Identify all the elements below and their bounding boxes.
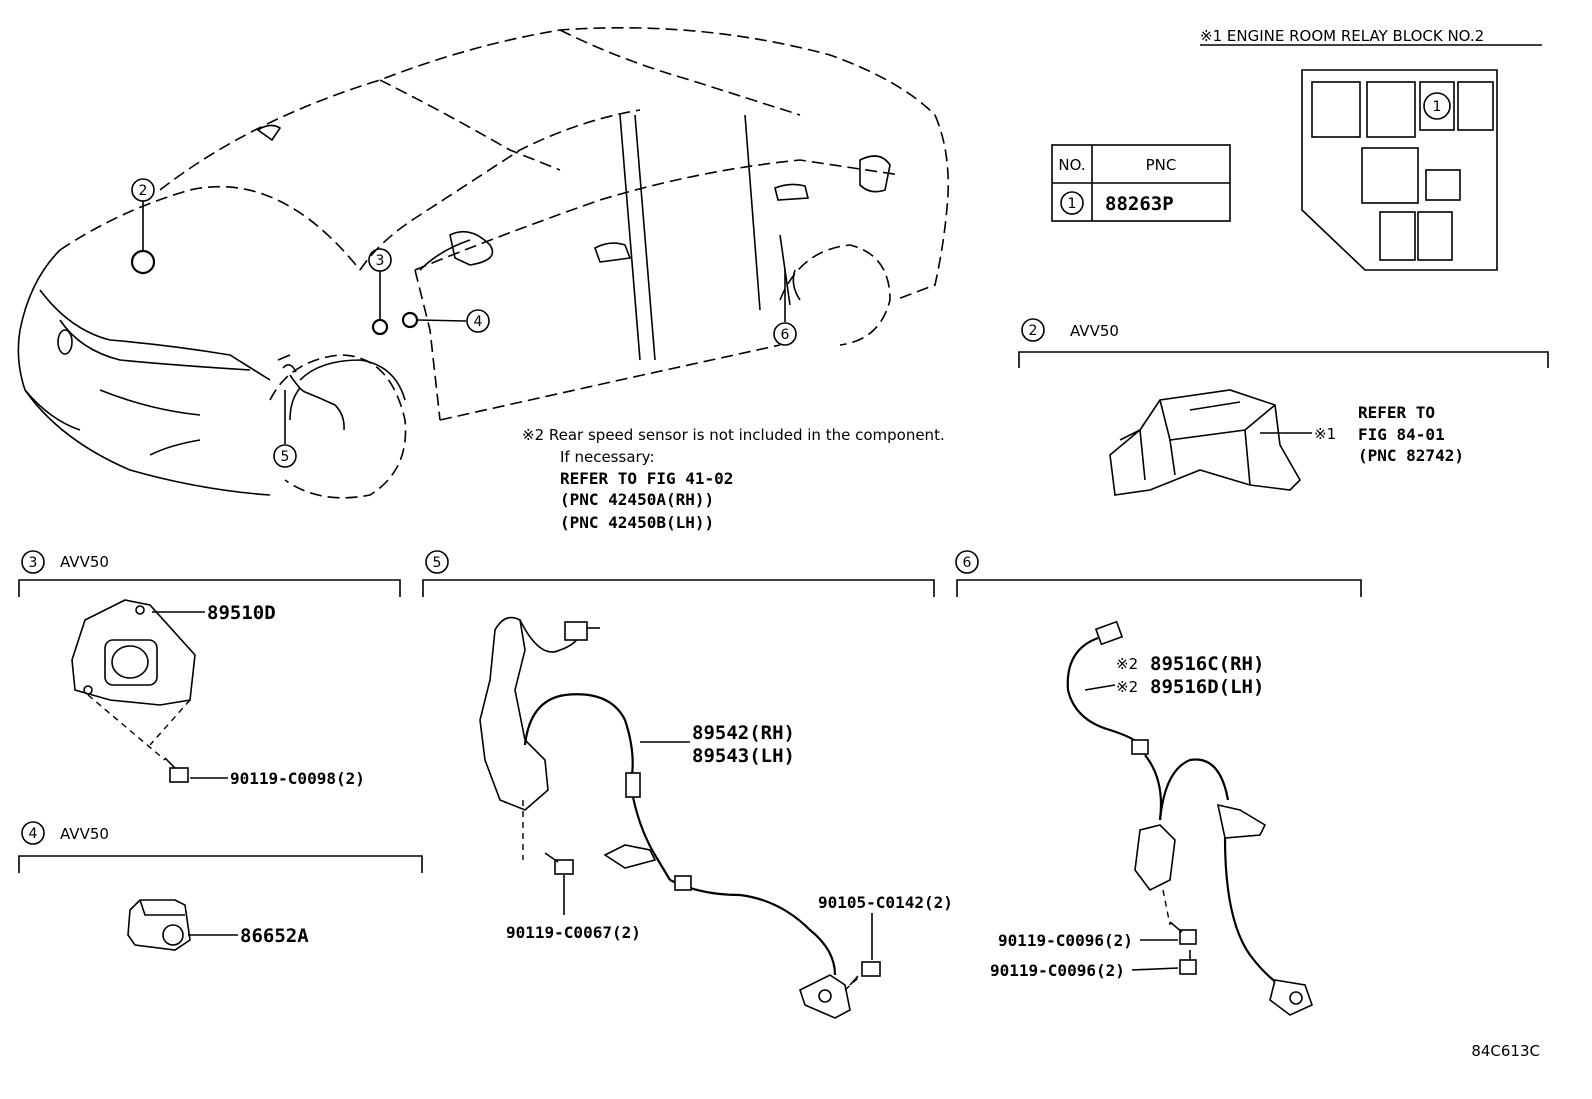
section-5-bolt-1: 90119-C0067(2) — [506, 923, 641, 942]
section-6: 6 ※2 89516C(RH) ※2 89516D(LH) 90119-C009… — [955, 550, 1362, 1016]
bolt-icon — [164, 757, 189, 783]
section-6-part-rh: 89516C(RH) — [1150, 653, 1264, 675]
section-5: 5 89542(RH) 89543(LH) 90 — [422, 550, 953, 1019]
airbag-module-part — [1109, 389, 1301, 496]
sensor-86652a-part — [127, 899, 191, 951]
section-4: 4 AVV50 86652A — [18, 821, 423, 951]
section-5-number: 5 — [433, 555, 442, 571]
section-5-part-lh: 89543(LH) — [692, 745, 795, 767]
section-4-part: 86652A — [240, 925, 309, 947]
section-4-title: AVV50 — [60, 825, 109, 843]
section-3-part: 89510D — [207, 602, 276, 624]
relay-block-title: ※1 ENGINE ROOM RELAY BLOCK NO.2 — [1200, 27, 1484, 45]
callout-6: 6 — [781, 327, 790, 343]
section-6-mark-2: ※2 — [1116, 678, 1138, 696]
section-4-number: 4 — [29, 826, 38, 842]
section-3-title: AVV50 — [60, 553, 109, 571]
pnc-header-pnc: PNC — [1146, 156, 1177, 174]
note-line-3: REFER TO FIG 41-02 — [560, 469, 733, 488]
callout-5: 5 — [281, 449, 290, 465]
section-5-part-rh: 89542(RH) — [692, 722, 795, 744]
section-6-bolt-1: 90119-C0096(2) — [998, 931, 1133, 950]
callout-3: 3 — [376, 253, 385, 269]
section-3-bolt: 90119-C0098(2) — [230, 769, 365, 788]
note-line-1: ※2 Rear speed sensor is not included in … — [522, 426, 945, 444]
callout-4: 4 — [474, 314, 483, 330]
pnc-row-no: 1 — [1068, 196, 1077, 212]
section-2-ref-1: REFER TO — [1358, 403, 1435, 422]
relay-marker: 1 — [1433, 99, 1442, 115]
front-speed-sensor-part — [479, 616, 851, 1019]
bolt-icon — [1179, 950, 1197, 975]
note-line-4: (PNC 42450A(RH)) — [560, 490, 714, 509]
pnc-header-no: NO. — [1058, 156, 1085, 174]
section-2-ref-3: (PNC 82742) — [1358, 446, 1464, 465]
section-6-number: 6 — [963, 555, 972, 571]
callout-2: 2 — [139, 183, 148, 199]
bolt-icon — [544, 852, 574, 875]
rear-speed-sensor-part — [1066, 620, 1313, 1016]
section-6-bolt-2: 90119-C0096(2) — [990, 961, 1125, 980]
section-2-title: AVV50 — [1070, 322, 1119, 340]
relay-block: ※1 ENGINE ROOM RELAY BLOCK NO.2 1 — [1200, 27, 1542, 271]
bolt-icon — [1169, 921, 1197, 945]
figure-code: 84C613C — [1471, 1042, 1540, 1060]
section-3: 3 AVV50 89510D 90119-C0098(2) — [18, 550, 401, 788]
section-2-ref-mark: ※1 — [1314, 425, 1336, 443]
section-6-mark-1: ※2 — [1116, 655, 1138, 673]
section-2: 2 AVV50 ※1 REFER TO FIG 84-01 (PNC 82742… — [1018, 318, 1549, 496]
section-5-bolt-2: 90105-C0142(2) — [818, 893, 953, 912]
sensor-89510d-part — [71, 599, 196, 706]
rear-sensor-note: ※2 Rear speed sensor is not included in … — [522, 426, 945, 532]
section-2-number: 2 — [1029, 323, 1038, 339]
section-3-number: 3 — [29, 555, 38, 571]
bolt-icon — [849, 961, 881, 986]
pnc-table: NO. PNC 1 88263P — [1051, 144, 1231, 222]
note-line-5: (PNC 42450B(LH)) — [560, 513, 714, 532]
note-line-2: If necessary: — [560, 448, 655, 466]
car-illustration: 2 3 4 5 6 — [17, 26, 950, 499]
pnc-row-value: 88263P — [1105, 193, 1174, 215]
section-6-part-lh: 89516D(LH) — [1150, 676, 1264, 698]
section-2-ref-2: FIG 84-01 — [1358, 425, 1445, 444]
